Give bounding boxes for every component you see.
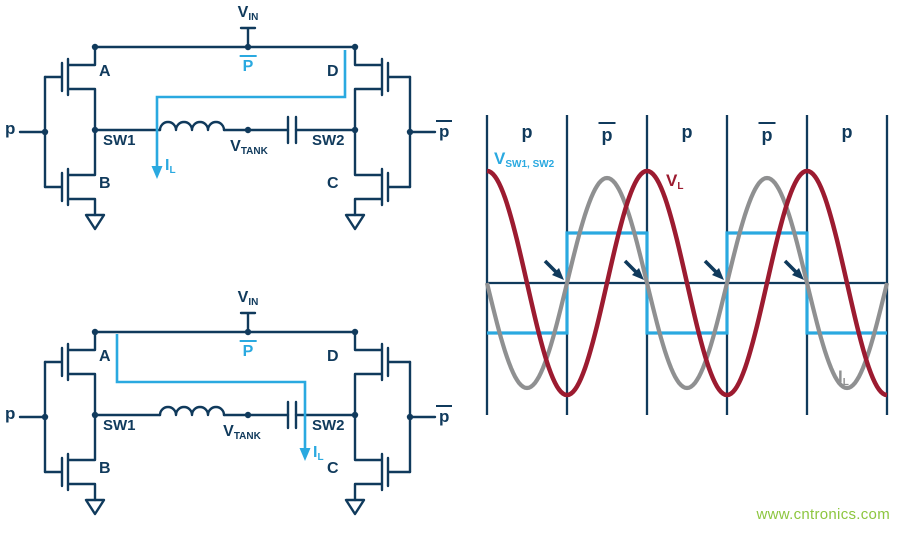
current-arrow-top bbox=[151, 166, 163, 179]
vin-label-top: VIN bbox=[237, 4, 259, 23]
gate-pbar-label-bottom: p bbox=[436, 405, 453, 427]
il-label-bottom: IL bbox=[313, 444, 324, 463]
sw2-label-top: SW2 bbox=[312, 132, 345, 149]
sw1-label-bottom: SW1 bbox=[103, 417, 136, 434]
current-arrow-bottom bbox=[299, 448, 311, 461]
phase-label-p3: p bbox=[841, 122, 853, 142]
zvs-arrow bbox=[623, 259, 644, 280]
vin-label-bottom: VIN bbox=[237, 289, 259, 308]
watermark: www.cntronics.com bbox=[756, 506, 890, 523]
phase-label-top: P bbox=[239, 55, 257, 76]
current-path-top bbox=[151, 50, 347, 179]
vl-sine-wave bbox=[486, 168, 888, 398]
vsw-legend: VSW1, SW2 bbox=[494, 149, 555, 170]
il-sine-wave bbox=[484, 175, 890, 391]
phase-label-pbar1: p bbox=[598, 122, 616, 146]
phase-label-p2: p bbox=[681, 122, 693, 142]
vtank-label-top: VTANK bbox=[230, 138, 268, 157]
phase-label-bottom: P bbox=[239, 340, 257, 361]
vtank-label-bottom: VTANK bbox=[223, 423, 261, 442]
vl-legend: VL bbox=[666, 171, 684, 192]
gate-pbar-label-top: p bbox=[436, 120, 453, 142]
current-path-bottom bbox=[115, 334, 311, 461]
il-label-top: IL bbox=[165, 157, 176, 176]
sw2-label-bottom: SW2 bbox=[312, 417, 345, 434]
gate-p-label-bottom: p bbox=[5, 404, 16, 423]
zvs-arrow bbox=[783, 259, 804, 280]
il-legend: IL bbox=[838, 367, 849, 388]
gate-p-label-top: p bbox=[5, 119, 16, 138]
fet-c-label-top: C bbox=[327, 175, 339, 192]
fet-b-label-bottom: B bbox=[99, 460, 111, 477]
phase-label-p1: p bbox=[521, 122, 533, 142]
fet-a-label-top: A bbox=[99, 63, 111, 80]
fet-b-label-top: B bbox=[99, 175, 111, 192]
fet-d-label-bottom: D bbox=[327, 348, 339, 365]
circuit-bottom-graphics bbox=[18, 311, 437, 516]
fet-d-label-top: D bbox=[327, 63, 339, 80]
phase-label-pbar2: p bbox=[758, 122, 776, 146]
zvs-arrow bbox=[543, 259, 564, 280]
circuit-top-graphics bbox=[18, 26, 437, 231]
zvs-arrow bbox=[703, 259, 724, 280]
fet-a-label-bottom: A bbox=[99, 348, 111, 365]
fet-c-label-bottom: C bbox=[327, 460, 339, 477]
sw1-label-top: SW1 bbox=[103, 132, 136, 149]
zvs-arrows bbox=[543, 259, 804, 280]
